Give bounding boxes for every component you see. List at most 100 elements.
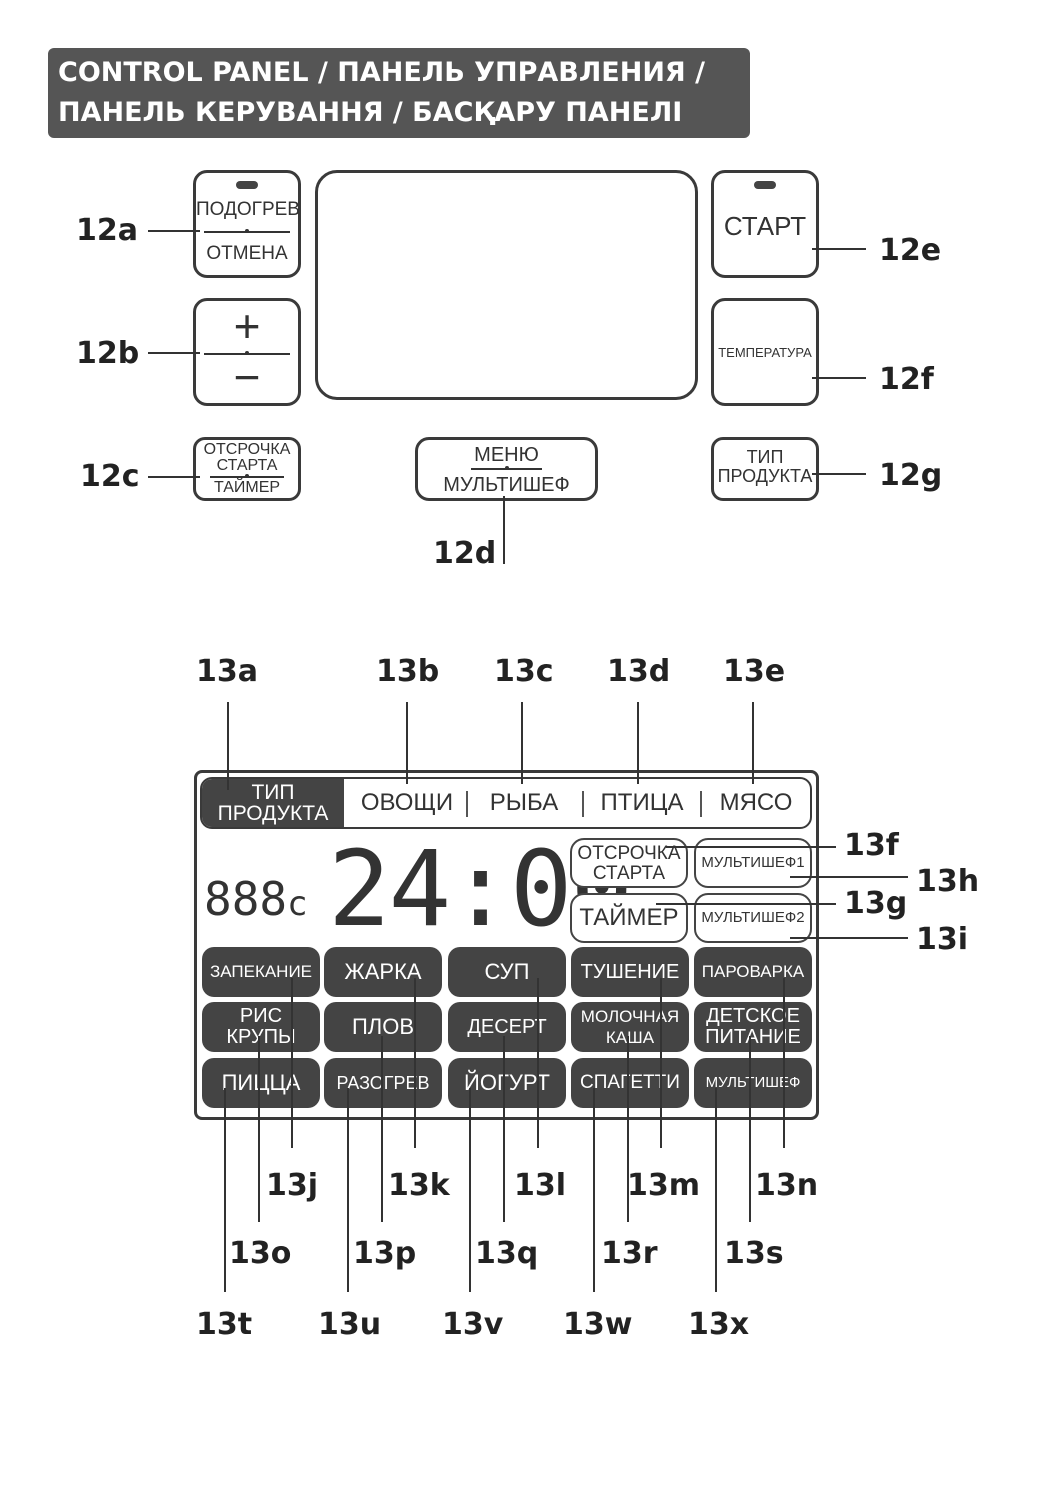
leader-line-13w [593,1088,595,1292]
divider-line [204,229,290,233]
menu-label: МЕНЮ [474,444,539,466]
leader-line-13n [783,978,785,1148]
tab-vegetables: ОВОЩИ [360,789,454,816]
callout-13v: 13v [442,1307,504,1342]
keep-warm-cancel-button[interactable]: ПОДОГРЕВ ОТМЕНА [193,170,301,278]
leader-line-13s [749,1036,751,1222]
leader-line-12b [148,352,200,354]
mode-milk-label: МОЛОЧНАЯ [580,1007,680,1026]
mode-porridge-label: КАША [605,1028,655,1047]
callout-13w: 13w [563,1307,633,1342]
leader-line-13h [790,876,908,878]
callout-13k: 13k [388,1168,450,1203]
leader-line-13o [258,1036,260,1222]
leader-line-13r [627,1036,629,1222]
leader-line-13a [227,702,229,790]
callout-13e: 13e [723,654,786,689]
mode-casserole: ЗАПЕКАНИЕ [202,947,320,997]
leader-line-13p [381,1036,383,1222]
mode-rice-label: РИС [239,1005,283,1027]
mode-stewing: ТУШЕНИЕ [571,947,689,997]
callout-12f: 12f [879,362,934,397]
leader-line-12f [812,377,866,379]
multichef-label: МУЛЬТИШЕФ [443,474,570,496]
mode-multichef: МУЛЬТИШЕФ [694,1058,812,1108]
callout-13j: 13j [266,1168,319,1203]
product-type-indicator-line-2: ПРОДУКТА [217,802,329,825]
keep-warm-led-indicator [236,181,258,189]
leader-line-13i [790,937,908,939]
minus-icon[interactable]: − [233,351,261,403]
callout-13r: 13r [601,1236,658,1271]
leader-line-13c [521,702,523,784]
delayed-start-indicator-line-2: СТАРТА [592,863,666,884]
mode-rice-cereals: РИС КРУПЫ [202,1002,320,1052]
delayed-start-indicator-line-1: ОТСРОЧКА [577,843,681,864]
product-type-label-1: ТИП [746,447,784,467]
leader-line-12c [148,476,200,478]
mode-baby-food: ДЕТСКОЕ ПИТАНИЕ [694,1002,812,1052]
tab-separator [466,791,468,817]
tab-separator [582,791,584,817]
mode-spaghetti: СПАГЕТТИ [571,1058,689,1108]
product-type-indicator-line-1: ТИП [251,781,295,804]
callout-12a: 12a [76,213,138,248]
leader-line-12e [812,248,866,250]
callout-13n: 13n [755,1168,819,1203]
mode-pilaf: ПЛОВ [324,1002,442,1052]
callout-13u: 13u [318,1307,382,1342]
callout-13x: 13x [688,1307,750,1342]
callout-13t: 13t [196,1307,253,1342]
temperature-digits-value: 888 [204,872,288,926]
callout-13h: 13h [916,864,980,899]
leader-line-12d [503,496,505,564]
mode-soup: СУП [448,947,566,997]
mode-yogurt: ЙОГУРТ [448,1058,566,1108]
callout-13b: 13b [376,654,440,689]
start-button[interactable]: СТАРТ [711,170,819,278]
start-label: СТАРТ [723,211,807,241]
mode-reheat: РАЗОГРЕВ [324,1058,442,1108]
callout-12e: 12e [879,233,942,268]
leader-line-13m [660,978,662,1148]
product-type-tab-row: ТИП ПРОДУКТА ОВОЩИ РЫБА ПТИЦА МЯСО [200,777,812,829]
product-type-button[interactable]: ТИП ПРОДУКТА [711,437,819,501]
delayed-start-timer-button[interactable]: ОТСРОЧКА СТАРТА ТАЙМЕР [193,437,301,501]
callout-13d: 13d [607,654,671,689]
callout-13g: 13g [844,886,908,921]
mode-food-label: ПИТАНИЕ [705,1026,801,1048]
cancel-label: ОТМЕНА [206,243,288,264]
callout-13s: 13s [724,1236,784,1271]
leader-line-13t [224,1088,226,1292]
divider-line [204,351,290,355]
plus-minus-button[interactable]: + − [193,298,301,406]
delayed-start-label-2: СТАРТА [216,457,278,474]
temperature-button[interactable]: ТЕМПЕРАТУРА [711,298,819,406]
timer-indicator: ТАЙМЕР [570,893,688,943]
leader-line-13q [503,1036,505,1222]
mode-baby-label: ДЕТСКОЕ [706,1005,800,1027]
leader-line-13u [347,1088,349,1292]
tab-meat: МЯСО [719,789,793,816]
callout-13p: 13p [353,1236,417,1271]
divider-line [210,474,284,478]
leader-line-13d [637,702,639,784]
leader-line-13x [715,1088,717,1292]
menu-multichef-button[interactable]: МЕНЮ МУЛЬТИШЕФ [415,437,598,501]
callout-13m: 13m [627,1168,701,1203]
plus-icon[interactable]: + [233,300,261,352]
leader-line-13f [666,846,836,848]
temperature-label: ТЕМПЕРАТУРА [718,345,812,360]
mode-cereals-label: КРУПЫ [226,1026,296,1048]
display-window [315,170,698,400]
leader-line-13v [469,1088,471,1292]
tab-poultry: ПТИЦА [600,789,684,816]
leader-line-13k [414,978,416,1148]
tab-fish: РЫБА [489,789,559,816]
leader-line-12a [148,230,200,232]
leader-line-13l [537,978,539,1148]
keep-warm-label: ПОДОГРЕВ [196,199,300,220]
mode-frying: ЖАРКА [324,947,442,997]
callout-13a: 13a [196,654,258,689]
divider-line [471,466,542,470]
